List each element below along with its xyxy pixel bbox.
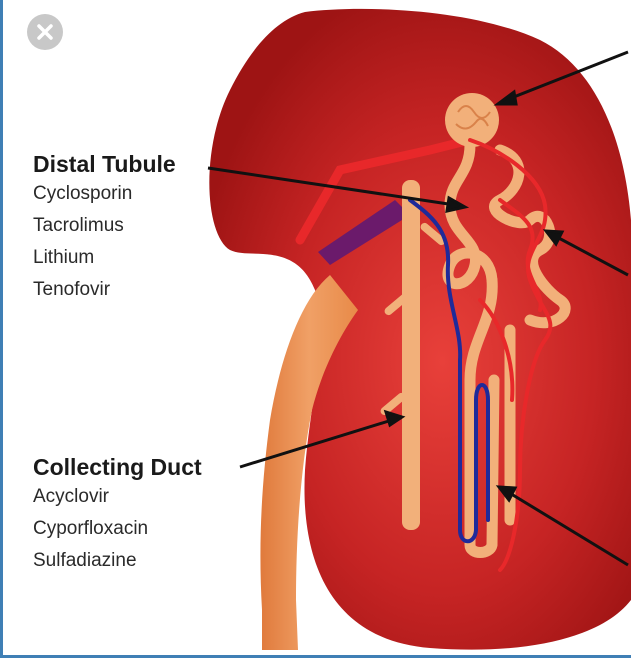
close-button[interactable]: [27, 14, 63, 50]
drug-name: Tacrolimus: [33, 210, 176, 242]
close-icon: [27, 14, 63, 50]
drug-name: Tenofovir: [33, 274, 176, 306]
distal-tubule-section: Distal Tubule Cyclosporin Tacrolimus Lit…: [33, 150, 176, 306]
collecting-duct-section: Collecting Duct Acyclovir Cyporfloxacin …: [33, 453, 202, 577]
section-heading: Collecting Duct: [33, 453, 202, 481]
drug-name: Sulfadiazine: [33, 545, 202, 577]
drug-name: Cyclosporin: [33, 178, 176, 210]
drug-name: Lithium: [33, 242, 176, 274]
drug-name: Acyclovir: [33, 481, 202, 513]
frame-border-left: [0, 0, 3, 658]
section-heading: Distal Tubule: [33, 150, 176, 178]
drug-name: Cyporfloxacin: [33, 513, 202, 545]
